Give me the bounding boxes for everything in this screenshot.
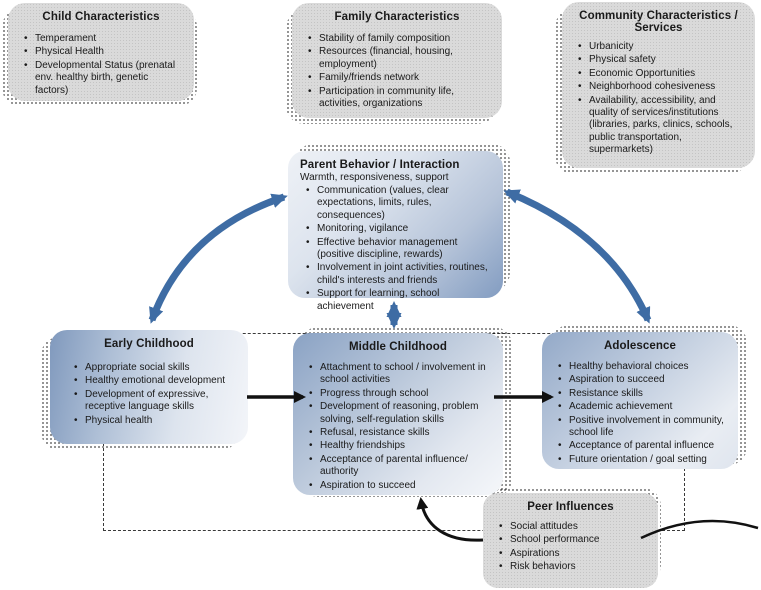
community-characteristics-title: Community Characteristics / Services <box>579 10 738 34</box>
bullet-item: Academic achievement <box>558 401 728 414</box>
bullet-item: Positive involvement in community, schoo… <box>558 415 728 440</box>
middle-childhood-box: Middle Childhood Attachment to school / … <box>293 333 503 495</box>
bullet-item: Physical health <box>74 415 238 428</box>
community-characteristics-box: Community Characteristics / Services Urb… <box>562 2 755 168</box>
middle-childhood-list: Attachment to school / involvement in sc… <box>303 362 493 492</box>
bullet-item: Communication (values, clear expectation… <box>306 185 493 222</box>
family-characteristics-list: Stability of family compositionResources… <box>302 33 492 110</box>
bullet-item: Effective behavior management (positive … <box>306 237 493 262</box>
bullet-item: Stability of family composition <box>308 33 492 46</box>
early-childhood-box: Early Childhood Appropriate social skill… <box>50 330 248 444</box>
bullet-item: Availability, accessibility, and quality… <box>578 95 745 157</box>
child-characteristics-list: TemperamentPhysical HealthDevelopmental … <box>18 33 184 97</box>
family-characteristics-box: Family Characteristics Stability of fami… <box>292 3 502 118</box>
bullet-item: Aspirations <box>499 548 648 561</box>
bullet-item: Progress through school <box>309 388 493 401</box>
parent-behavior-title: Parent Behavior / Interaction <box>300 159 460 171</box>
child-characteristics-title: Child Characteristics <box>42 11 160 23</box>
bullet-item: Participation in community life, activit… <box>308 86 492 111</box>
bullet-item: Physical safety <box>578 54 745 67</box>
bullet-item: Urbanicity <box>578 41 745 54</box>
parent-behavior-subtitle: Warmth, responsiveness, support <box>300 172 449 183</box>
parent-behavior-box: Parent Behavior / Interaction Warmth, re… <box>288 151 503 312</box>
bullet-item: Resources (financial, housing, employmen… <box>308 46 492 71</box>
bullet-item: School performance <box>499 534 648 547</box>
bullet-item: Physical Health <box>24 46 184 59</box>
bullet-item: Aspiration to succeed <box>558 374 728 387</box>
family-characteristics-title: Family Characteristics <box>334 11 460 23</box>
bullet-item: Temperament <box>24 33 184 46</box>
adolescence-list: Healthy behavioral choicesAspiration to … <box>552 361 728 467</box>
community-characteristics-list: UrbanicityPhysical safetyEconomic Opport… <box>572 41 745 157</box>
bullet-item: Healthy friendships <box>309 440 493 453</box>
early-childhood-title: Early Childhood <box>104 338 194 350</box>
bullet-item: Involvement in joint activities, routine… <box>306 262 493 287</box>
parent-behavior-list: Communication (values, clear expectation… <box>298 185 493 313</box>
middle-childhood-title: Middle Childhood <box>348 341 448 353</box>
child-characteristics-box: Child Characteristics TemperamentPhysica… <box>8 3 194 101</box>
adolescence-box: Adolescence Healthy behavioral choicesAs… <box>542 332 738 469</box>
bullet-item: Refusal, resistance skills <box>309 427 493 440</box>
early-childhood-list: Appropriate social skillsHealthy emotion… <box>60 362 238 427</box>
peer-influences-title: Peer Influences <box>527 501 614 513</box>
bullet-item: Acceptance of parental influence/ author… <box>309 454 493 479</box>
bullet-item: Neighborhood cohesiveness <box>578 81 745 94</box>
bullet-item: Monitoring, vigilance <box>306 223 493 236</box>
bullet-item: Support for learning, school achievement <box>306 288 493 313</box>
bullet-item: Future orientation / goal setting <box>558 454 728 467</box>
bullet-item: Appropriate social skills <box>74 362 238 375</box>
parent-adolescence-arrow <box>503 188 652 324</box>
bullet-item: Risk behaviors <box>499 561 648 574</box>
bullet-item: Resistance skills <box>558 388 728 401</box>
bullet-item: Developmental Status (prenatal env. heal… <box>24 60 184 97</box>
parent-early-arrow <box>148 193 288 324</box>
bullet-item: Acceptance of parental influence <box>558 440 728 453</box>
bullet-item: Healthy emotional development <box>74 375 238 388</box>
bullet-item: Development of expressive, receptive lan… <box>74 389 238 414</box>
bullet-item: Aspiration to succeed <box>309 480 493 493</box>
bullet-item: Family/friends network <box>308 72 492 85</box>
bullet-item: Development of reasoning, problem solvin… <box>309 401 493 426</box>
adolescence-title: Adolescence <box>603 340 677 352</box>
peer-influences-box: Peer Influences Social attitudesSchool p… <box>483 493 658 588</box>
bullet-item: Healthy behavioral choices <box>558 361 728 374</box>
bullet-item: Social attitudes <box>499 521 648 534</box>
bullet-item: Economic Opportunities <box>578 68 745 81</box>
peer-influences-list: Social attitudesSchool performanceAspira… <box>493 521 648 574</box>
bullet-item: Attachment to school / involvement in sc… <box>309 362 493 387</box>
